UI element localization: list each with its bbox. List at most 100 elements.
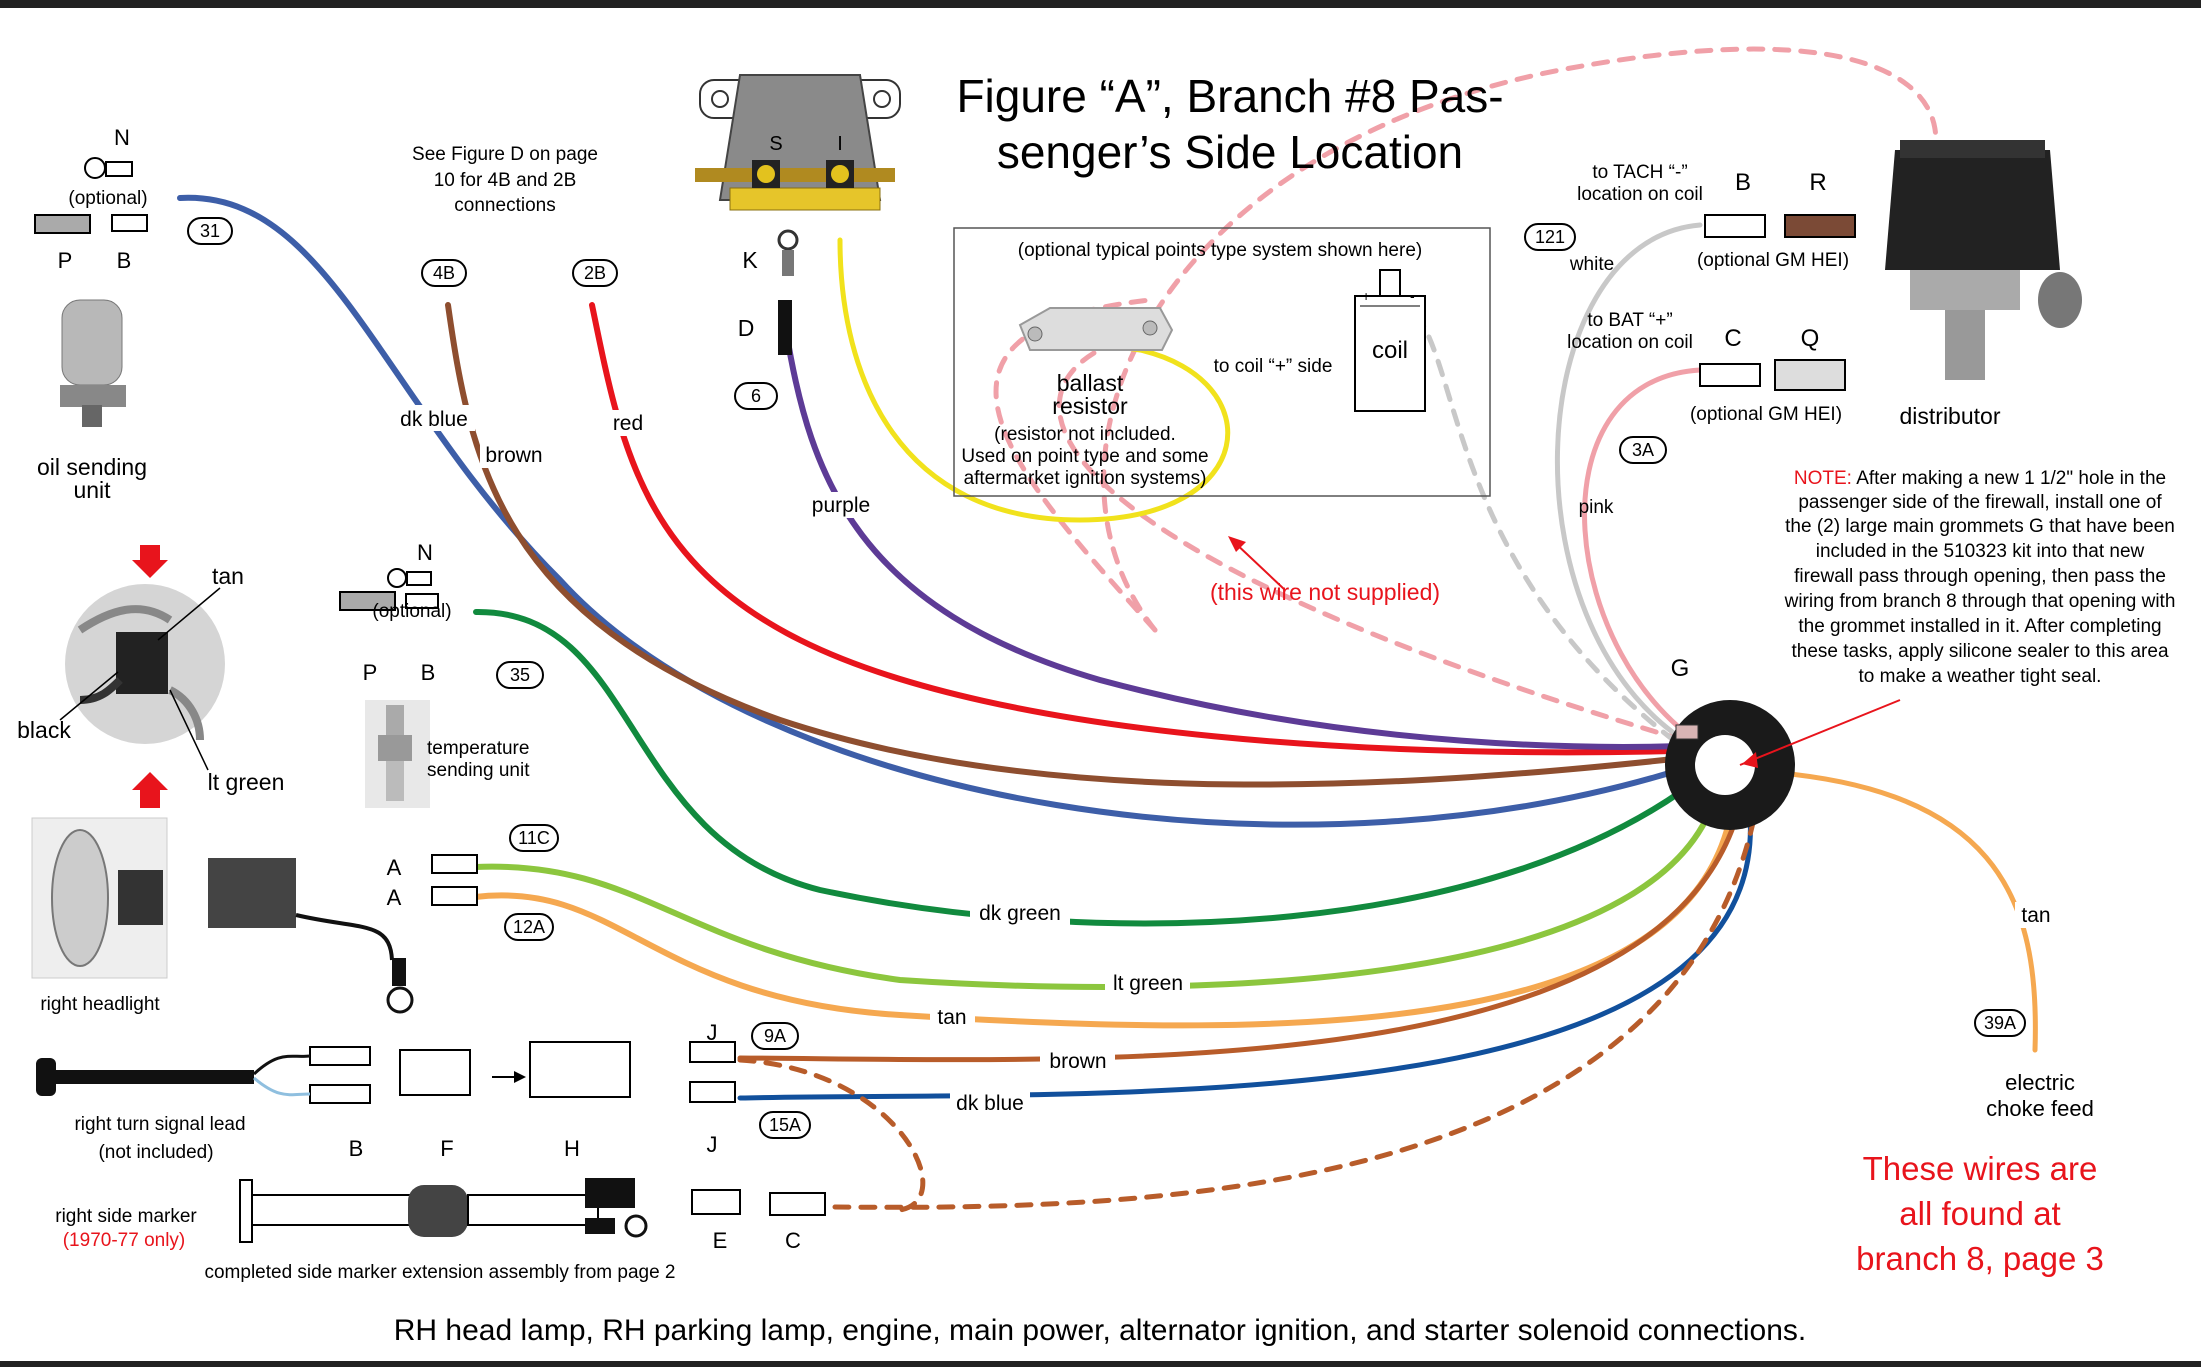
wire-tan-choke — [1732, 767, 2038, 1053]
svg-text:9A: 9A — [764, 1026, 786, 1046]
wire-lt-green — [472, 772, 1723, 990]
tag-2b: 2B — [572, 259, 618, 287]
top-border — [0, 0, 2201, 8]
note-prefix: NOTE: — [1794, 468, 1852, 489]
headlight-label: right headlight — [40, 994, 160, 1015]
note-line-9: to make a weather tight seal. — [1859, 666, 2102, 687]
headlight-a1: A — [387, 855, 402, 880]
wire-pink — [1582, 367, 1713, 753]
grommet-label: G — [1671, 655, 1690, 682]
headlight-plug-image — [208, 858, 414, 1014]
temp-b: B — [421, 660, 436, 685]
grommet — [1665, 700, 1795, 830]
choke-label-1: electric — [2005, 1070, 2075, 1095]
marker-years: (1970-77 only) — [63, 1230, 186, 1251]
temperature-sending-unit-image — [365, 700, 430, 808]
headlight-image — [31, 817, 168, 979]
label-purple: purple — [812, 494, 870, 517]
temp-optional: (optional) — [372, 601, 451, 622]
plug-arrow-down — [132, 545, 168, 578]
oil-sending-unit-image — [60, 299, 126, 427]
wire-white — [1554, 222, 1703, 753]
temp-p: P — [363, 660, 378, 685]
wire-brown — [445, 302, 1713, 788]
to-coil-label: to coil “+” side — [1214, 356, 1333, 377]
title-line-1: Figure “A”, Branch #8 Pas- — [956, 70, 1503, 122]
branch-note-3: branch 8, page 3 — [1856, 1240, 2104, 1277]
plug-arrow-up — [132, 772, 168, 808]
turn-f: F — [440, 1136, 453, 1161]
resistor-note-1: (resistor not included. — [994, 424, 1176, 445]
wire-brown-dashed — [832, 782, 1763, 1210]
turn-b: B — [349, 1136, 364, 1161]
ballast-label-1: ballast — [1057, 370, 1124, 396]
ballast-resistor-image — [1018, 307, 1174, 351]
bat-q: Q — [1801, 325, 1820, 352]
wire-distributor-dashed — [1101, 46, 1939, 633]
resistor-note-2: Used on point type and some — [961, 446, 1208, 467]
turn-signal-lead — [36, 1054, 311, 1097]
branch-note-2: all found at — [1899, 1195, 2060, 1232]
resistor-note-3: aftermarket ignition systems) — [964, 468, 1207, 489]
plug-black-leader — [59, 671, 119, 721]
bat-label-2: location on coil — [1567, 332, 1693, 353]
choke-label-2: choke feed — [1986, 1096, 2094, 1121]
label-brown: brown — [485, 444, 542, 467]
marker-assembly: completed side marker extension assembly… — [204, 1262, 675, 1283]
solenoid-i: I — [837, 133, 843, 155]
label-lt-green: lt green — [1113, 972, 1183, 995]
oil-label-2: unit — [73, 477, 111, 503]
svg-text:6: 6 — [751, 386, 761, 406]
oil-label-1: oil sending — [37, 454, 147, 480]
svg-text:12A: 12A — [513, 917, 545, 937]
tag-4b: 4B — [421, 259, 467, 287]
temp-label-2: sending unit — [427, 760, 530, 781]
marker-e: E — [713, 1228, 728, 1253]
svg-text:35: 35 — [510, 665, 530, 685]
not-supplied-arrow-head — [1228, 536, 1246, 552]
temp-n: N — [417, 540, 433, 565]
footer-caption: RH head lamp, RH parking lamp, engine, m… — [394, 1314, 1806, 1347]
note-pointer-head — [1742, 752, 1758, 768]
coil-label: coil — [1372, 337, 1408, 364]
tag-11c: 11C — [509, 824, 559, 852]
wire-red — [589, 302, 1713, 756]
marker-c: C — [785, 1228, 801, 1253]
plug-tan: tan — [212, 563, 244, 589]
connector-glyphs — [34, 157, 1856, 1216]
svg-text:11C: 11C — [518, 828, 550, 848]
turn-h: H — [564, 1136, 580, 1161]
wire-dk-blue-2 — [737, 777, 1753, 1101]
plug-photo — [65, 584, 225, 744]
svg-text:4B: 4B — [433, 263, 455, 283]
svg-text:15A: 15A — [769, 1115, 801, 1135]
not-supplied-arrow — [1231, 539, 1286, 591]
note-line-6: wiring from branch 8 through that openin… — [1784, 591, 2176, 612]
title-line-2: senger’s Side Location — [997, 126, 1463, 178]
tag-15a: 15A — [759, 1111, 811, 1139]
tag-39a: 39A — [1974, 1009, 2026, 1037]
coil-plus-sign: + — [1362, 288, 1370, 304]
svg-text:121: 121 — [1535, 227, 1565, 247]
distributor-label: distributor — [1900, 403, 2001, 429]
oil-p: P — [58, 248, 73, 273]
tach-label-1: to TACH “-” — [1592, 162, 1687, 183]
plug-lt-green-leader — [169, 689, 209, 771]
wire-purple — [783, 327, 1713, 750]
solenoid-d: D — [738, 315, 755, 341]
bottom-border — [0, 1361, 2201, 1367]
solenoid-s: S — [769, 133, 782, 155]
tag-9a: 9A — [751, 1022, 799, 1050]
label-red: red — [613, 412, 643, 435]
bat-pink: pink — [1579, 497, 1614, 518]
solenoid-k: K — [742, 247, 758, 273]
see-figure-d-3: connections — [454, 195, 555, 216]
coil-image — [1354, 269, 1426, 412]
label-dk-blue-2: dk blue — [956, 1092, 1024, 1115]
oil-optional: (optional) — [68, 188, 147, 209]
turn-j1: J — [707, 1020, 718, 1045]
note-line-1: After making a new 1 1/2" hole in the — [1856, 468, 2166, 489]
coil-minus-sign: - — [1410, 288, 1415, 304]
ballast-label-2: resistor — [1052, 393, 1128, 419]
tag-31: 31 — [187, 217, 233, 245]
